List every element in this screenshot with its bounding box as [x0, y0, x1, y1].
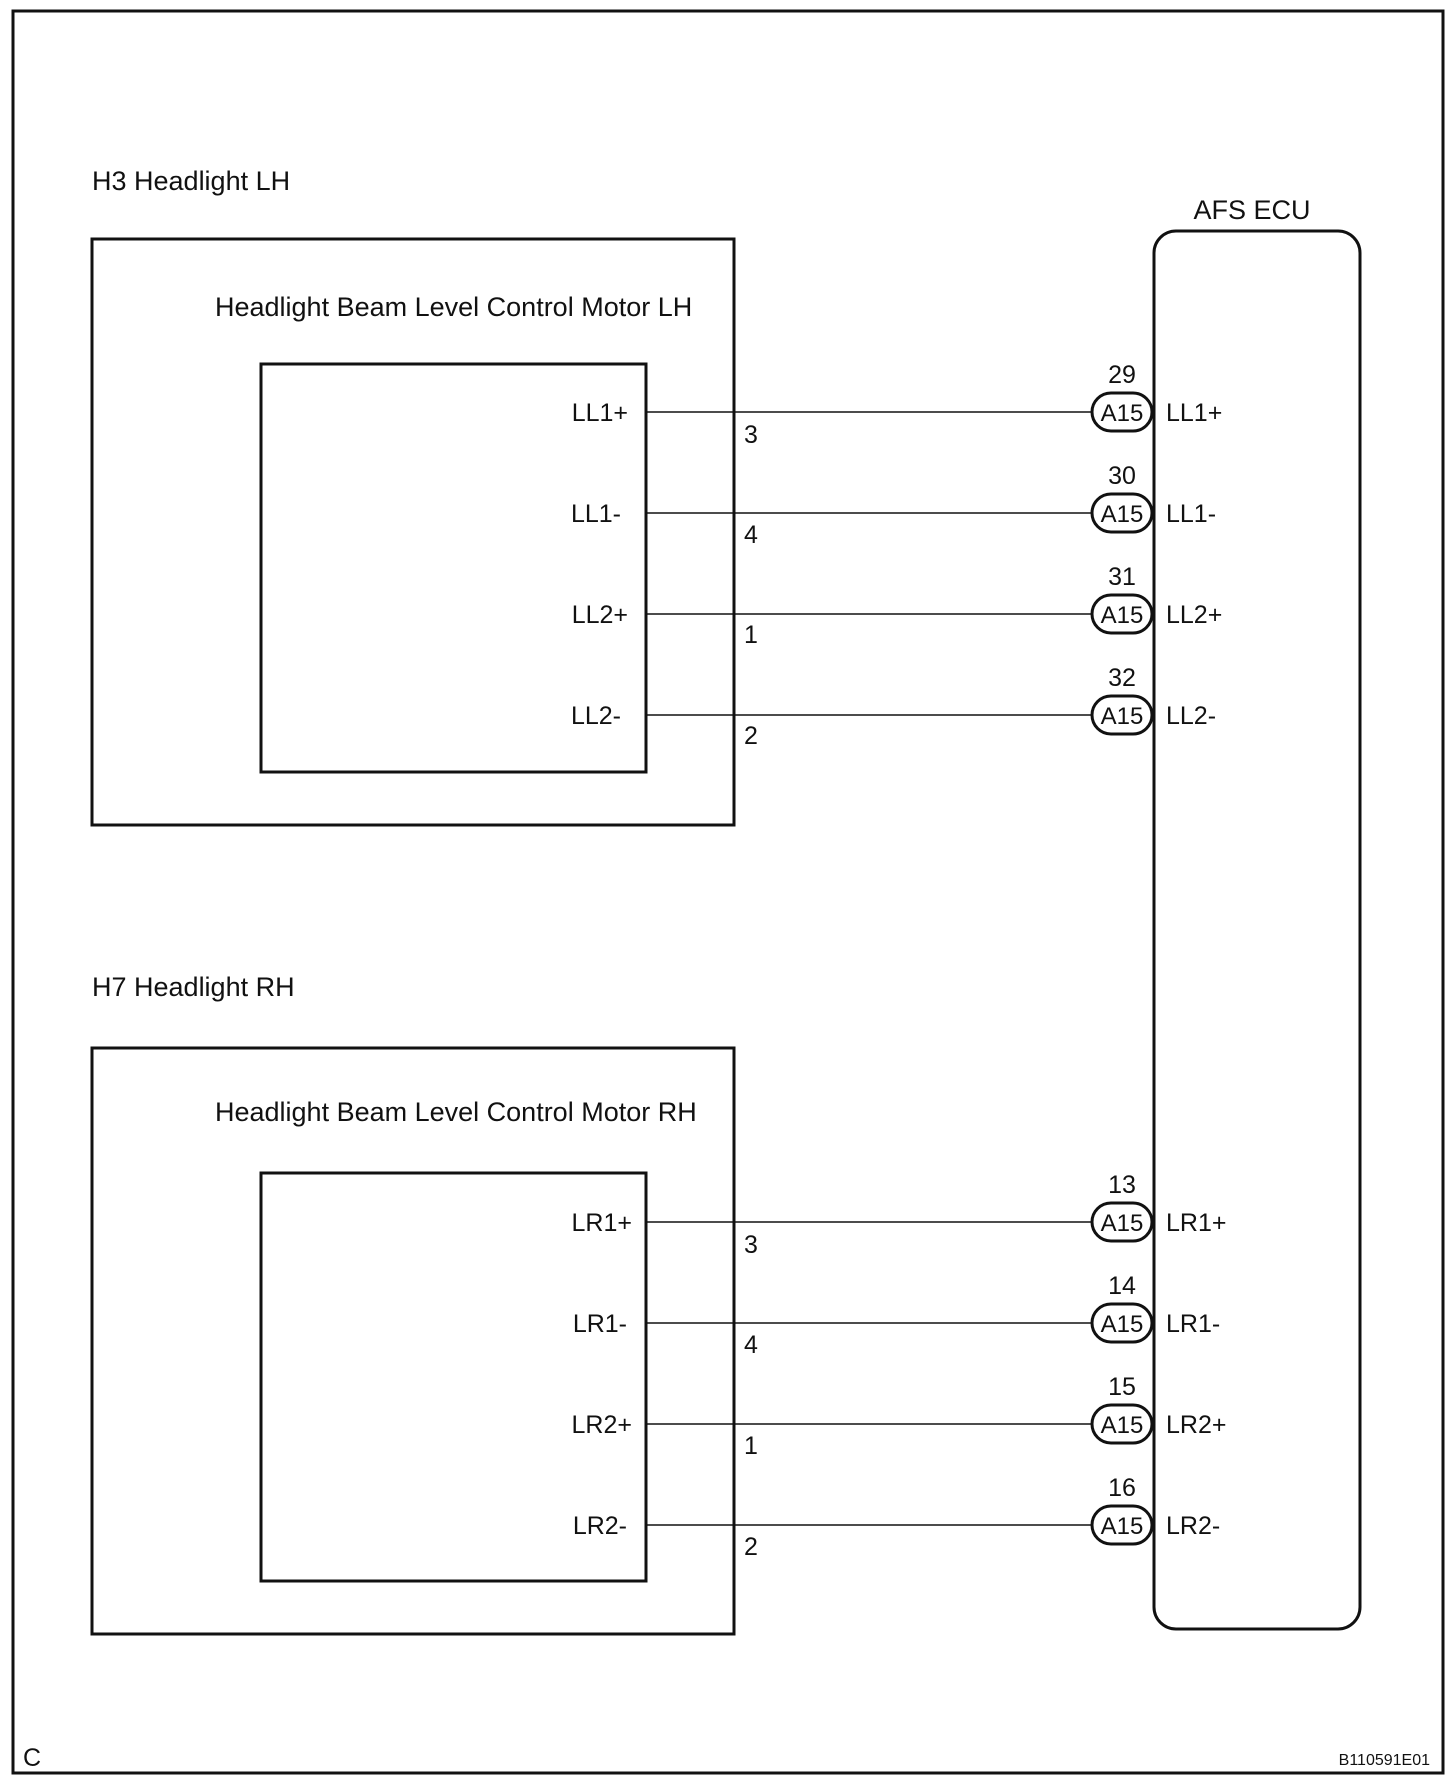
ecu-pin-number: 15	[1108, 1373, 1136, 1401]
connector-label: A15	[1101, 1412, 1144, 1439]
connector-label: A15	[1101, 400, 1144, 427]
ecu-pin-number: 29	[1108, 361, 1136, 389]
ecu-pin-number: 13	[1108, 1171, 1136, 1199]
figure-code: B110591E01	[1339, 1752, 1430, 1769]
connector-label: A15	[1101, 703, 1144, 730]
ecu-pin-number: 16	[1108, 1474, 1136, 1502]
headlight-lh-box	[90, 237, 736, 827]
motor-terminal-label: LR1-	[573, 1310, 627, 1338]
circuit-ll1-minus: LL1- 4 30 A15 LL1-	[571, 462, 1216, 549]
corner-letter: C	[23, 1744, 41, 1772]
connector-oval	[1090, 694, 1154, 736]
motor-terminal-label: LR2+	[572, 1411, 632, 1439]
motor-terminal-label: LR2-	[573, 1512, 627, 1540]
headlight-rh-box	[90, 1046, 736, 1636]
motor-rh-label: Headlight Beam Level Control Motor RH	[215, 1097, 697, 1127]
headlight-pin-number: 3	[744, 1231, 758, 1259]
connector-oval	[1090, 391, 1154, 433]
circuit-ll2-minus: LL2- 2 32 A15 LL2-	[571, 664, 1216, 750]
circuit-ll1-plus: LL1+ 3 29 A15 LL1+	[572, 361, 1223, 449]
circuit-lr1-plus: LR1+ 3 13 A15 LR1+	[572, 1171, 1227, 1259]
connector-label: A15	[1101, 501, 1144, 528]
motor-terminal-label: LL1-	[571, 500, 621, 528]
headlight-rh: H7 Headlight RH Headlight Beam Level Con…	[90, 972, 1227, 1636]
ecu-terminal-label: LL1-	[1166, 500, 1216, 528]
ecu-pin-number: 32	[1108, 664, 1136, 692]
ecu-terminal-label: LR2+	[1166, 1411, 1226, 1439]
connector-oval	[1090, 492, 1154, 534]
afs-ecu: AFS ECU	[1152, 195, 1362, 1631]
circuit-ll2-plus: LL2+ 1 31 A15 LL2+	[572, 563, 1223, 649]
ecu-terminal-label: LR2-	[1166, 1512, 1220, 1540]
connector-oval	[1090, 1504, 1154, 1546]
connector-label: A15	[1101, 602, 1144, 629]
motor-terminal-label: LL2+	[572, 601, 628, 629]
connector-oval	[1090, 1302, 1154, 1344]
connector-label: A15	[1101, 1311, 1144, 1338]
headlight-pin-number: 2	[744, 722, 758, 750]
motor-terminal-label: LL2-	[571, 702, 621, 730]
ecu-pin-number: 30	[1108, 462, 1136, 490]
headlight-lh: H3 Headlight LH Headlight Beam Level Con…	[90, 166, 1223, 827]
ecu-terminal-label: LR1-	[1166, 1310, 1220, 1338]
connector-oval	[1090, 593, 1154, 635]
ecu-pin-number: 31	[1108, 563, 1136, 591]
headlight-rh-title: H7 Headlight RH	[92, 972, 295, 1002]
ecu-terminal-label: LL2+	[1166, 601, 1222, 629]
motor-lh-label: Headlight Beam Level Control Motor LH	[215, 292, 692, 322]
ecu-box	[1152, 229, 1362, 1631]
circuit-lr1-minus: LR1- 4 14 A15 LR1-	[573, 1272, 1220, 1359]
ecu-terminal-label: LL1+	[1166, 399, 1222, 427]
headlight-pin-number: 1	[744, 621, 758, 649]
circuit-lr2-plus: LR2+ 1 15 A15 LR2+	[572, 1373, 1227, 1460]
motor-terminal-label: LL1+	[572, 399, 628, 427]
ecu-terminal-label: LR1+	[1166, 1209, 1226, 1237]
circuit-lr2-minus: LR2- 2 16 A15 LR2-	[573, 1474, 1220, 1561]
motor-lh-box	[259, 362, 648, 774]
headlight-pin-number: 1	[744, 1432, 758, 1460]
diagram-frame	[11, 9, 1445, 1775]
ecu-label: AFS ECU	[1193, 195, 1310, 225]
ecu-terminal-label: LL2-	[1166, 702, 1216, 730]
connector-label: A15	[1101, 1513, 1144, 1540]
motor-terminal-label: LR1+	[572, 1209, 632, 1237]
ecu-pin-number: 14	[1108, 1272, 1136, 1300]
connector-label: A15	[1101, 1210, 1144, 1237]
headlight-pin-number: 4	[744, 1331, 758, 1359]
headlight-pin-number: 2	[744, 1533, 758, 1561]
connector-oval	[1090, 1403, 1154, 1445]
headlight-lh-title: H3 Headlight LH	[92, 166, 290, 196]
motor-rh-box	[259, 1171, 648, 1583]
headlight-pin-number: 4	[744, 521, 758, 549]
connector-oval	[1090, 1201, 1154, 1243]
headlight-pin-number: 3	[744, 421, 758, 449]
